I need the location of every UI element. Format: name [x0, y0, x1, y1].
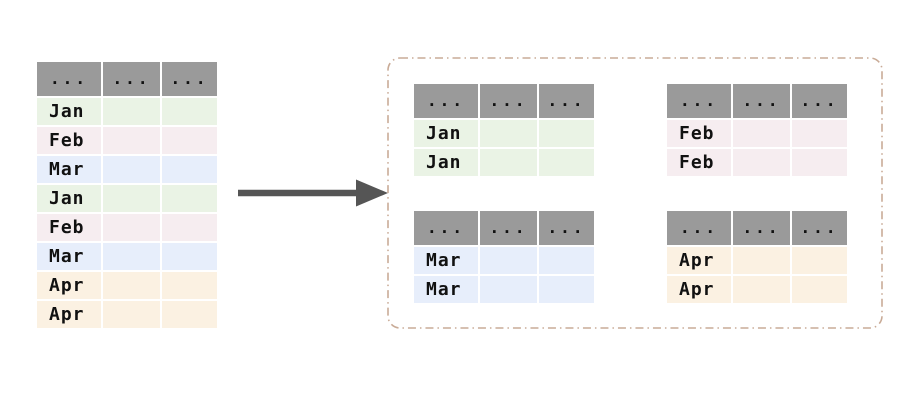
group-table-mar: ... ... ... Mar Mar [412, 209, 596, 305]
ellipsis-header-cell: ... [539, 84, 594, 118]
empty-cell [792, 276, 847, 303]
ellipsis-header-cell: ... [480, 84, 537, 118]
empty-cell [480, 276, 537, 303]
table-row: Mar [414, 247, 594, 274]
groups-dashed-border [387, 57, 883, 329]
empty-cell [162, 272, 217, 299]
table-row: Feb [667, 149, 847, 176]
table-row: Jan [414, 120, 594, 147]
empty-cell [480, 247, 537, 274]
table-row: Jan [414, 149, 594, 176]
table-row: Apr [667, 247, 847, 274]
empty-cell [539, 276, 594, 303]
empty-cell [103, 272, 160, 299]
empty-cell [103, 98, 160, 125]
month-cell: Jan [37, 185, 101, 212]
group-table-header-row: ... ... ... [414, 84, 594, 118]
group-table-header-row: ... ... ... [414, 211, 594, 245]
table-row: Mar [37, 243, 217, 270]
group-table-feb: ... ... ... Feb Feb [665, 82, 849, 178]
empty-cell [162, 185, 217, 212]
empty-cell [733, 276, 790, 303]
month-cell: Mar [414, 276, 478, 303]
empty-cell [103, 214, 160, 241]
empty-cell [539, 120, 594, 147]
month-cell: Jan [37, 98, 101, 125]
table-row: Mar [37, 156, 217, 183]
group-table-jan: ... ... ... Jan Jan [412, 82, 596, 178]
table-row: Mar [414, 276, 594, 303]
table-row: Jan [37, 185, 217, 212]
empty-cell [162, 156, 217, 183]
ellipsis-header-cell: ... [539, 211, 594, 245]
empty-cell [162, 98, 217, 125]
empty-cell [162, 127, 217, 154]
empty-cell [733, 120, 790, 147]
ellipsis-header-cell: ... [37, 62, 101, 96]
table-row: Jan [37, 98, 217, 125]
ellipsis-header-cell: ... [667, 84, 731, 118]
ellipsis-header-cell: ... [667, 211, 731, 245]
group-table-header-row: ... ... ... [667, 211, 847, 245]
month-cell: Apr [37, 272, 101, 299]
empty-cell [792, 149, 847, 176]
month-cell: Jan [414, 149, 478, 176]
table-row: Feb [37, 214, 217, 241]
empty-cell [103, 127, 160, 154]
ellipsis-header-cell: ... [733, 211, 790, 245]
table-row: Apr [37, 301, 217, 328]
month-cell: Jan [414, 120, 478, 147]
empty-cell [539, 247, 594, 274]
empty-cell [733, 247, 790, 274]
table-row: Apr [667, 276, 847, 303]
month-cell: Apr [667, 247, 731, 274]
empty-cell [162, 214, 217, 241]
empty-cell [539, 149, 594, 176]
group-table-header-row: ... ... ... [667, 84, 847, 118]
ellipsis-header-cell: ... [162, 62, 217, 96]
month-cell: Feb [667, 120, 731, 147]
month-cell: Apr [37, 301, 101, 328]
month-cell: Feb [37, 127, 101, 154]
ellipsis-header-cell: ... [414, 84, 478, 118]
ellipsis-header-cell: ... [414, 211, 478, 245]
empty-cell [162, 301, 217, 328]
empty-cell [480, 149, 537, 176]
ellipsis-header-cell: ... [792, 84, 847, 118]
empty-cell [103, 243, 160, 270]
table-row: Feb [37, 127, 217, 154]
empty-cell [103, 185, 160, 212]
empty-cell [480, 120, 537, 147]
empty-cell [103, 156, 160, 183]
empty-cell [103, 301, 160, 328]
table-row: Feb [667, 120, 847, 147]
table-row: Apr [37, 272, 217, 299]
source-table-header-row: ... ... ... [37, 62, 217, 96]
ellipsis-header-cell: ... [733, 84, 790, 118]
arrow-right-icon [238, 179, 388, 207]
ellipsis-header-cell: ... [792, 211, 847, 245]
month-cell: Mar [37, 243, 101, 270]
month-cell: Apr [667, 276, 731, 303]
month-cell: Feb [667, 149, 731, 176]
source-table: ... ... ... Jan Feb Mar Jan [35, 60, 219, 330]
month-cell: Mar [37, 156, 101, 183]
empty-cell [162, 243, 217, 270]
ellipsis-header-cell: ... [480, 211, 537, 245]
empty-cell [792, 120, 847, 147]
month-cell: Mar [414, 247, 478, 274]
ellipsis-header-cell: ... [103, 62, 160, 96]
month-cell: Feb [37, 214, 101, 241]
empty-cell [733, 149, 790, 176]
group-table-apr: ... ... ... Apr Apr [665, 209, 849, 305]
empty-cell [792, 247, 847, 274]
